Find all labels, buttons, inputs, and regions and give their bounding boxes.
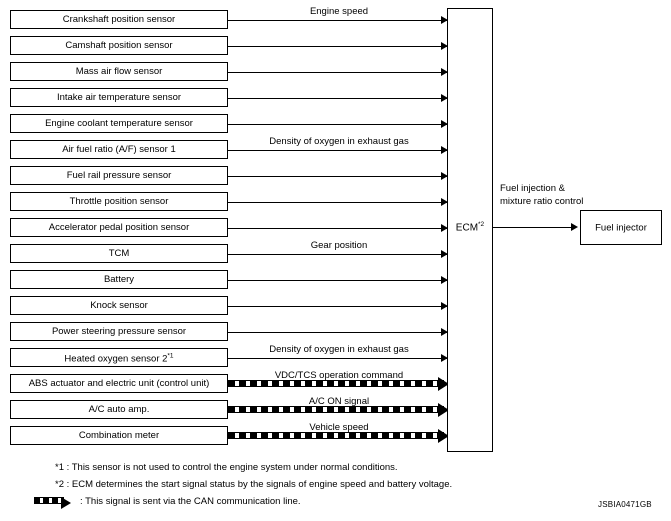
signal-arrowhead bbox=[441, 171, 448, 180]
signal-wire bbox=[228, 123, 450, 125]
signal-wire bbox=[228, 331, 450, 333]
can-line-legend-arrow-icon bbox=[61, 497, 71, 509]
signal-label: A/C ON signal bbox=[308, 395, 370, 407]
signal-arrowhead bbox=[441, 119, 448, 128]
source-box-label: Crankshaft position sensor bbox=[62, 13, 176, 25]
source-box: TCM bbox=[10, 244, 228, 263]
source-box: Engine coolant temperature sensor bbox=[10, 114, 228, 133]
can-line-legend-dash-icon bbox=[34, 497, 64, 504]
source-box-label: A/C auto amp. bbox=[88, 403, 150, 415]
source-box: Combination meter bbox=[10, 426, 228, 445]
signal-arrowhead bbox=[441, 327, 448, 336]
source-box-label: Air fuel ratio (A/F) sensor 1 bbox=[62, 143, 176, 155]
source-box-label: Power steering pressure sensor bbox=[51, 325, 187, 337]
ecm-output-signal-label: Fuel injection & mixture ratio control bbox=[500, 183, 584, 207]
ecm-output-arrowhead bbox=[571, 223, 578, 231]
source-box-label: Heated oxygen sensor 2*1 bbox=[64, 351, 174, 365]
source-footnote-marker: *1 bbox=[167, 351, 174, 359]
signal-wire bbox=[228, 305, 450, 307]
signal-arrowhead bbox=[441, 67, 448, 76]
signal-arrowhead bbox=[441, 275, 448, 284]
signal-arrowhead bbox=[441, 93, 448, 102]
source-box: Mass air flow sensor bbox=[10, 62, 228, 81]
signal-wire bbox=[228, 279, 450, 281]
signal-wire bbox=[228, 71, 450, 73]
signal-wire bbox=[228, 19, 450, 21]
source-box-label: Knock sensor bbox=[90, 299, 148, 311]
signal-arrowhead bbox=[441, 301, 448, 310]
signal-label: Density of oxygen in exhaust gas bbox=[269, 343, 409, 355]
signal-wire bbox=[228, 175, 450, 177]
signal-label: Engine speed bbox=[309, 5, 369, 17]
ecm-footnote-marker: *2 bbox=[478, 221, 485, 228]
can-signal-arrowhead bbox=[438, 402, 449, 417]
source-box-label: Combination meter bbox=[78, 429, 160, 441]
fuel-injector-label: Fuel injector bbox=[595, 222, 647, 233]
signal-wire bbox=[228, 97, 450, 99]
footnote-1: *1 : This sensor is not used to control … bbox=[55, 462, 398, 473]
source-box: Fuel rail pressure sensor bbox=[10, 166, 228, 185]
source-box-label: Throttle position sensor bbox=[69, 195, 169, 207]
source-box: Throttle position sensor bbox=[10, 192, 228, 211]
signal-arrowhead bbox=[441, 145, 448, 154]
signal-arrowhead bbox=[441, 15, 448, 24]
signal-arrowhead bbox=[441, 41, 448, 50]
can-signal-wire bbox=[228, 406, 444, 413]
source-box-label: Fuel rail pressure sensor bbox=[66, 169, 172, 181]
signal-wire bbox=[228, 357, 450, 359]
ecm-output-wire bbox=[493, 227, 576, 228]
signal-wire bbox=[228, 227, 450, 229]
source-box-label: Accelerator pedal position sensor bbox=[48, 221, 190, 233]
source-box: Air fuel ratio (A/F) sensor 1 bbox=[10, 140, 228, 159]
signal-wire bbox=[228, 45, 450, 47]
source-box: Intake air temperature sensor bbox=[10, 88, 228, 107]
signal-wire bbox=[228, 201, 450, 203]
source-box: Battery bbox=[10, 270, 228, 289]
source-box: Camshaft position sensor bbox=[10, 36, 228, 55]
source-box: A/C auto amp. bbox=[10, 400, 228, 419]
footnote-3: : This signal is sent via the CAN commun… bbox=[80, 496, 301, 507]
source-box: Power steering pressure sensor bbox=[10, 322, 228, 341]
signal-label: Density of oxygen in exhaust gas bbox=[269, 135, 409, 147]
footnote-2: *2 : ECM determines the start signal sta… bbox=[55, 479, 453, 490]
can-signal-wire bbox=[228, 432, 444, 439]
signal-arrowhead bbox=[441, 249, 448, 258]
signal-arrowhead bbox=[441, 197, 448, 206]
source-box-label: Intake air temperature sensor bbox=[56, 91, 182, 103]
source-box: Knock sensor bbox=[10, 296, 228, 315]
signal-arrowhead bbox=[441, 223, 448, 232]
ecm-label: ECM*2 bbox=[447, 221, 493, 233]
ecm-label-text: ECM bbox=[455, 222, 479, 234]
can-signal-wire bbox=[228, 380, 444, 387]
source-box-label: ABS actuator and electric unit (control … bbox=[28, 377, 210, 389]
source-box-label: TCM bbox=[108, 247, 130, 259]
fuel-injector-block: Fuel injector bbox=[580, 210, 662, 245]
source-box-label: Engine coolant temperature sensor bbox=[45, 117, 193, 129]
can-signal-arrowhead bbox=[438, 428, 449, 443]
ecm-block bbox=[447, 8, 493, 452]
signal-wire bbox=[228, 253, 450, 255]
signal-label: VDC/TCS operation command bbox=[274, 369, 404, 381]
can-signal-arrowhead bbox=[438, 376, 449, 391]
source-box: ABS actuator and electric unit (control … bbox=[10, 374, 228, 393]
signal-arrowhead bbox=[441, 353, 448, 362]
signal-label: Gear position bbox=[310, 239, 368, 251]
source-box-label: Battery bbox=[103, 273, 135, 285]
signal-wire bbox=[228, 149, 450, 151]
source-box: Accelerator pedal position sensor bbox=[10, 218, 228, 237]
source-box-label: Mass air flow sensor bbox=[75, 65, 163, 77]
source-box: Heated oxygen sensor 2*1 bbox=[10, 348, 228, 367]
signal-label: Vehicle speed bbox=[309, 421, 369, 433]
source-box-label: Camshaft position sensor bbox=[65, 39, 173, 51]
source-box: Crankshaft position sensor bbox=[10, 10, 228, 29]
figure-code: JSBIA0471GB bbox=[598, 500, 652, 509]
